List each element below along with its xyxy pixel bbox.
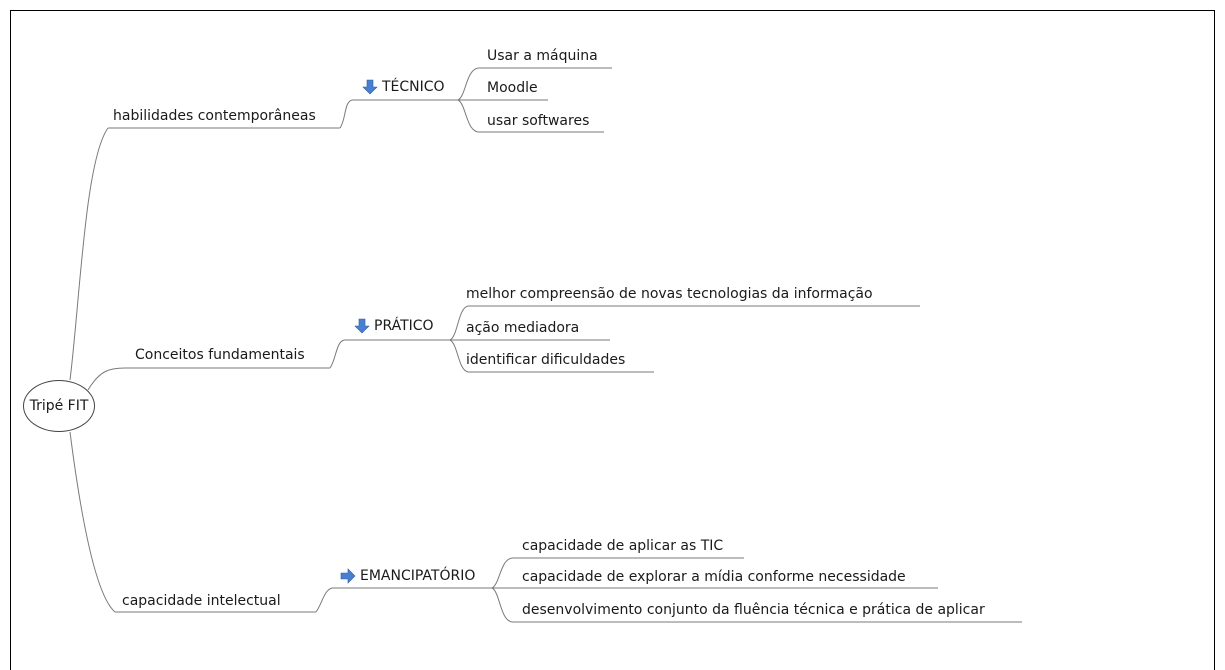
root-label: Tripé FIT: [29, 398, 89, 414]
leaf-item: capacidade de aplicar as TIC: [522, 538, 724, 554]
connector-root-branch-2: [87, 367, 126, 391]
category-node-tecnico: TÉCNICO: [362, 79, 445, 95]
category-label-emancipatorio: EMANCIPATÓRIO: [360, 568, 476, 584]
arrow-down-icon: [362, 79, 378, 95]
connector-root-branch-3: [69, 431, 116, 613]
leaf-item: Moodle: [487, 80, 538, 96]
connector-root-branch-1: [69, 127, 109, 381]
category-node-emancipatorio: EMANCIPATÓRIO: [340, 568, 475, 584]
connector-branch-2-cat: [329, 339, 345, 369]
leaf-item: ação mediadora: [466, 320, 580, 336]
branch-label-1: habilidades contemporâneas: [113, 108, 316, 124]
connector-branch-3-cat: [315, 587, 333, 613]
category-label-pratico: PRÁTICO: [374, 318, 434, 334]
arrow-down-icon: [354, 318, 370, 334]
leaf-item: melhor compreensão de novas tecnologias …: [466, 286, 873, 302]
arrow-right-icon: [340, 568, 356, 584]
leaf-item: Usar a máquina: [487, 48, 598, 64]
category-node-pratico: PRÁTICO: [354, 318, 434, 334]
leaf-item: identificar dificuldades: [466, 352, 626, 368]
branch-label-2: Conceitos fundamentais: [135, 347, 305, 363]
leaf-item: desenvolvimento conjunto da fluência téc…: [522, 602, 985, 618]
root-node: Tripé FIT: [23, 380, 95, 432]
leaf-item: usar softwares: [487, 113, 590, 129]
branch-label-3: capacidade intelectual: [122, 593, 281, 609]
category-label-tecnico: TÉCNICO: [382, 79, 445, 95]
leaf-item: capacidade de explorar a mídia conforme …: [522, 569, 906, 585]
connector-branch-1-cat: [339, 99, 353, 129]
diagram-frame: [10, 10, 1215, 670]
